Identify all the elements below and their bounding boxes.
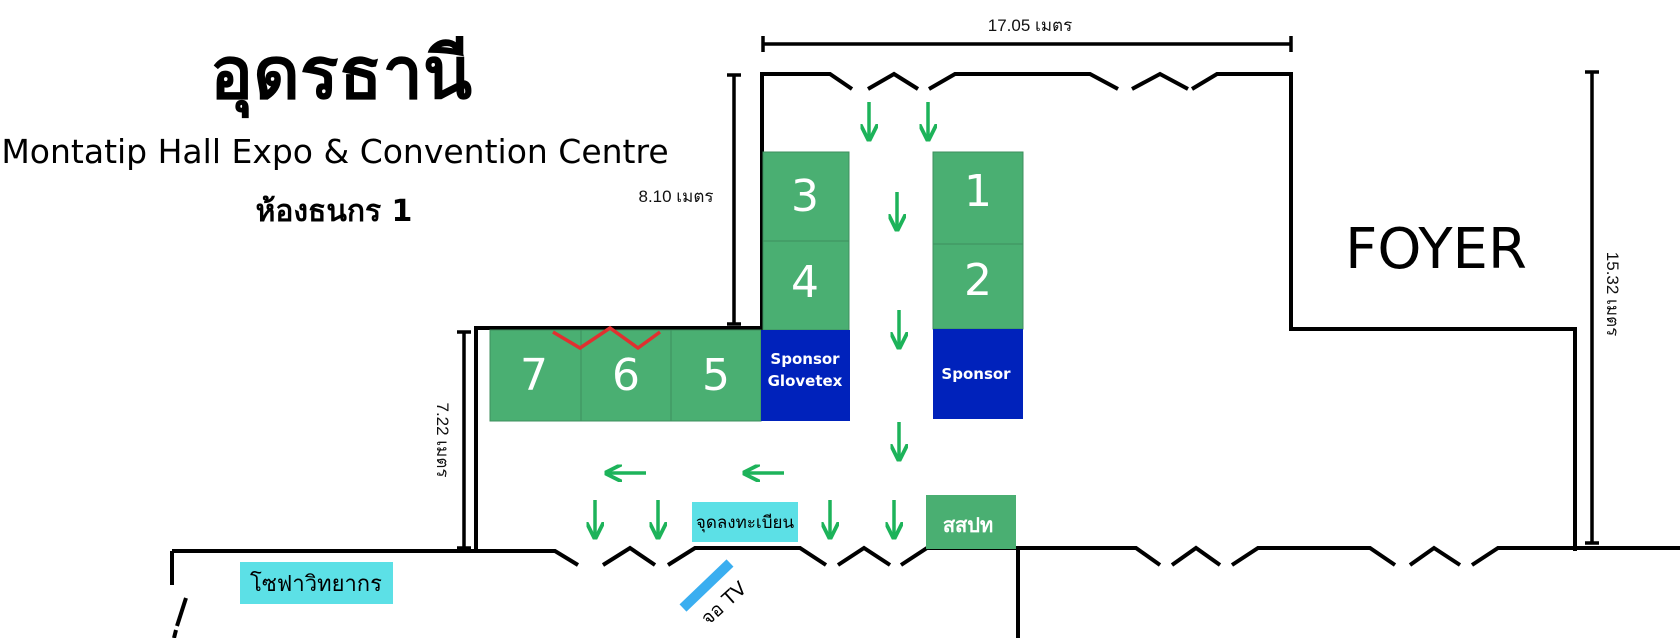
flow-arrows bbox=[595, 102, 928, 536]
registration-label: จุดลงทะเบียน bbox=[696, 513, 795, 533]
booth-6[interactable] bbox=[580, 329, 672, 422]
walls bbox=[170, 71, 1680, 638]
red-door-markers bbox=[552, 325, 662, 351]
dim-right-height: 15.32 เมตร bbox=[1603, 252, 1622, 336]
booth-1[interactable] bbox=[932, 151, 1024, 245]
booth-label-6: 6 bbox=[612, 350, 640, 401]
dim-top-width: 17.05 เมตร bbox=[988, 16, 1072, 35]
tv-screen[interactable] bbox=[679, 559, 734, 612]
upper-top-wall bbox=[762, 72, 854, 91]
sspn-booth[interactable] bbox=[926, 495, 1016, 549]
dim-lower-height: 7.22 เมตร bbox=[433, 403, 452, 478]
speaker-sofa[interactable] bbox=[240, 562, 393, 604]
booth-7[interactable] bbox=[489, 329, 582, 422]
upper-top-wall-2 bbox=[928, 72, 1119, 91]
room-name: ห้องธนกร 1 bbox=[256, 194, 413, 229]
booth-label-2: 2 bbox=[964, 255, 992, 306]
sponsor-right-label: Sponsor bbox=[941, 365, 1011, 383]
upper-top-wall-door-2 bbox=[1131, 71, 1189, 91]
dim-upper-height: 8.10 เมตร bbox=[639, 187, 714, 206]
sponsor-glovetex-line1: Sponsor bbox=[770, 350, 840, 368]
booth-label-3: 3 bbox=[791, 171, 819, 222]
booth-3[interactable] bbox=[762, 151, 850, 242]
foyer-label: FOYER bbox=[1345, 217, 1527, 282]
sspn-label: สสปท bbox=[943, 513, 993, 537]
sponsor-right-booth[interactable] bbox=[933, 329, 1023, 419]
booth-label-5: 5 bbox=[702, 350, 730, 401]
upper-top-wall-3 bbox=[1190, 72, 1291, 91]
booth-5[interactable] bbox=[670, 329, 762, 422]
registration-point[interactable] bbox=[692, 502, 798, 542]
booth-label-1: 1 bbox=[964, 166, 992, 217]
booths bbox=[489, 151, 1024, 422]
booth-4[interactable] bbox=[762, 240, 850, 331]
sponsor-glovetex-line2: Glovetex bbox=[768, 372, 843, 390]
dimension-lines bbox=[457, 36, 1599, 550]
venue-name: Montatip Hall Expo & Convention Centre bbox=[1, 132, 668, 171]
booth-2[interactable] bbox=[932, 243, 1024, 330]
page-title: อุดรธานี bbox=[210, 31, 472, 119]
speaker-sofa-label: โซฟาวิทยากร bbox=[250, 571, 382, 597]
booth-label-4: 4 bbox=[791, 257, 819, 308]
sponsor-glovetex-booth[interactable] bbox=[761, 330, 850, 421]
upper-top-wall-door-1 bbox=[867, 71, 920, 91]
booth-label-7: 7 bbox=[520, 350, 548, 401]
